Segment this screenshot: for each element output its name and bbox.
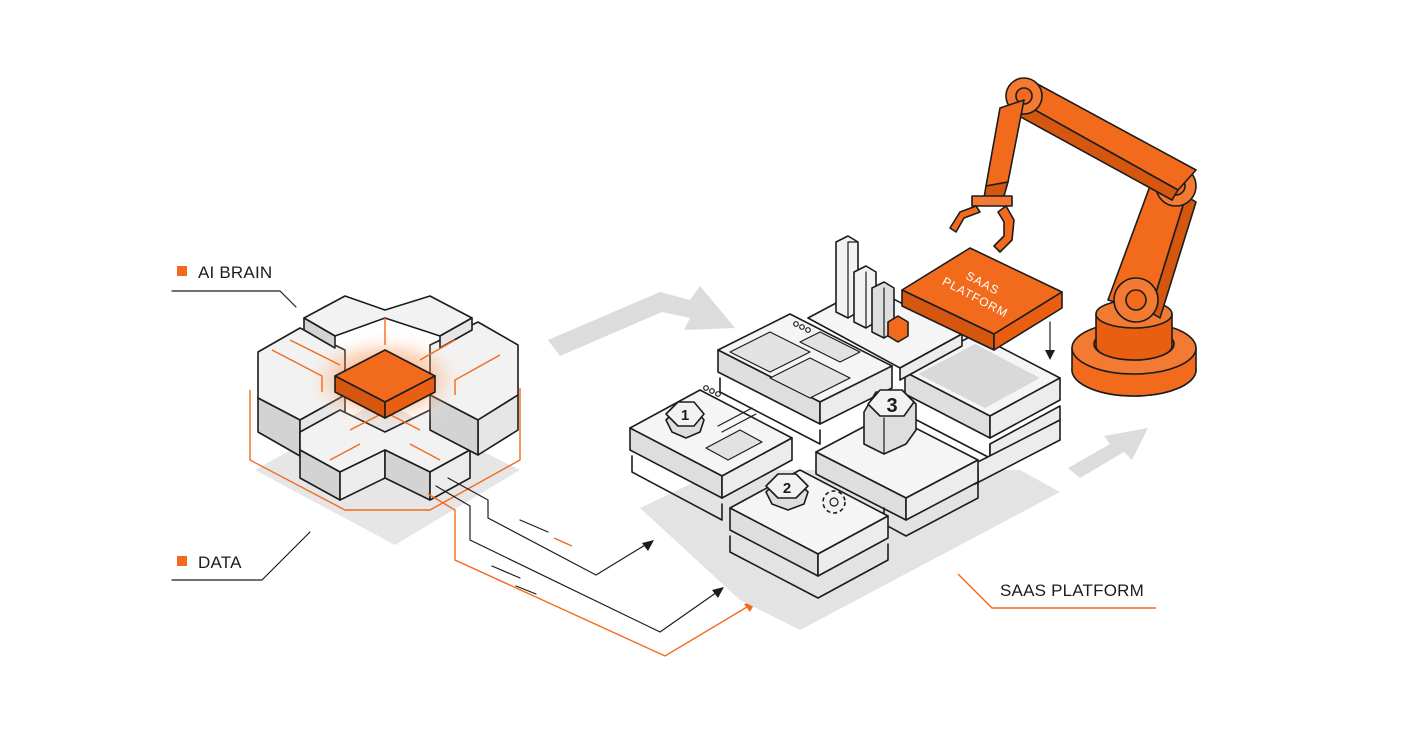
- flow-arrow-right: [1068, 428, 1148, 478]
- data-connectors: [427, 477, 756, 657]
- step-marker-3: 3: [886, 395, 897, 417]
- label-saas-platform: SAAS PLATFORM: [957, 573, 1156, 609]
- robot-arm-icon: [949, 77, 1197, 397]
- bar-chart-icon: [835, 235, 909, 343]
- ai-brain-orange-outline: [249, 388, 521, 511]
- arrow-down-icon: [1045, 321, 1055, 360]
- ai-brain-core: [334, 349, 436, 419]
- label-marker: [177, 556, 187, 566]
- label-ai-brain-text: AI BRAIN: [198, 263, 272, 282]
- hexagon-badge-icon: 1: [665, 401, 705, 439]
- label-ai-brain: AI BRAIN: [171, 263, 297, 308]
- label-data: DATA: [171, 531, 311, 581]
- carried-saas-block: SAAS PLATFORM: [901, 247, 1063, 351]
- flow-arrow-top: [548, 286, 735, 356]
- label-saas-platform-text: SAAS PLATFORM: [1000, 581, 1144, 600]
- arrowhead: [712, 587, 724, 598]
- saas-platform-stack: 1 3 2: [629, 235, 1061, 630]
- gear-icon: [822, 490, 846, 514]
- label-marker: [177, 266, 187, 276]
- ai-brain-module: [249, 295, 521, 545]
- step-marker-2: 2: [783, 480, 791, 497]
- arrowhead: [642, 540, 654, 551]
- hexagon-badge-icon: 3: [863, 389, 917, 455]
- step-marker-1: 1: [681, 407, 689, 424]
- hexagon-badge-icon: 2: [765, 473, 809, 511]
- label-data-text: DATA: [198, 553, 242, 572]
